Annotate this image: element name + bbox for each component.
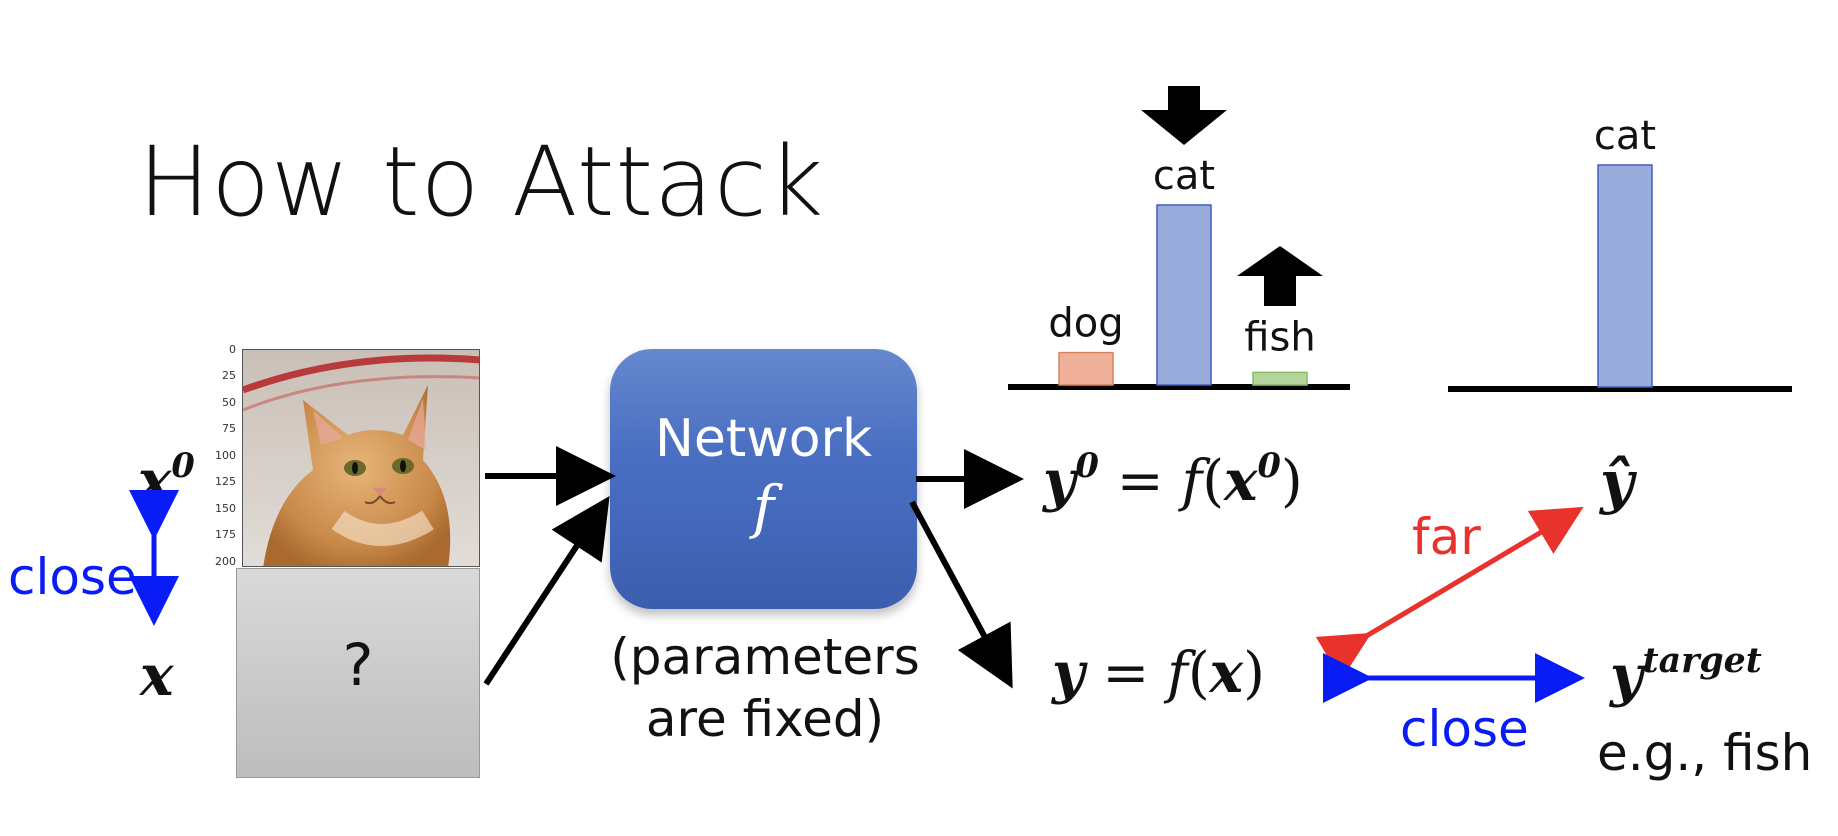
image-y-axis: 0 25 50 75 100 125 150 175 200 bbox=[208, 343, 238, 569]
y-tick: 50 bbox=[222, 396, 236, 409]
y-tick: 25 bbox=[222, 369, 236, 382]
y-tick: 175 bbox=[215, 528, 236, 541]
y-tick: 125 bbox=[215, 475, 236, 488]
bar-label-fish: fish bbox=[1244, 314, 1315, 360]
question-mark: ? bbox=[342, 631, 374, 699]
unknown-input-box: ? bbox=[236, 568, 480, 778]
chart-target-distribution: cat bbox=[1448, 113, 1792, 392]
bar-label-cat: cat bbox=[1594, 113, 1656, 159]
y-target-label: ytarget bbox=[1610, 639, 1762, 709]
bar-cat bbox=[1597, 164, 1653, 388]
network-caption: (parameters are fixed) bbox=[590, 626, 940, 750]
x-label: x bbox=[140, 643, 174, 709]
slide-title: How to Attack bbox=[138, 126, 825, 238]
caption-line-1: (parameters bbox=[610, 628, 920, 686]
bar-label-dog: dog bbox=[1048, 301, 1123, 347]
up-arrow-icon bbox=[1237, 246, 1323, 306]
chart-original-prediction: dog cat fish bbox=[1008, 86, 1350, 390]
bar-label-cat: cat bbox=[1153, 153, 1215, 199]
y-tick: 200 bbox=[215, 555, 236, 568]
caption-line-2: are fixed) bbox=[645, 690, 885, 748]
bar-fish bbox=[1252, 371, 1308, 386]
close-label-right: close bbox=[1400, 700, 1529, 758]
bar-cat bbox=[1156, 204, 1212, 386]
y-hat-label: ŷ bbox=[1600, 448, 1634, 516]
y-tick: 75 bbox=[222, 422, 236, 435]
arrow-network-to-y bbox=[909, 500, 1013, 689]
y-tick: 0 bbox=[229, 343, 236, 356]
network-function-label: f bbox=[752, 473, 775, 541]
bar-dog bbox=[1058, 351, 1114, 386]
arrow-x-to-network bbox=[483, 495, 610, 686]
eg-fish-label: e.g., fish bbox=[1597, 724, 1813, 782]
y-tick: 100 bbox=[215, 449, 236, 462]
y0-equation: y0 = f(x0) bbox=[1043, 444, 1303, 514]
y-equation: y = f(x) bbox=[1052, 640, 1265, 706]
cat-illustration bbox=[243, 350, 479, 566]
network-label: Network bbox=[654, 409, 873, 469]
close-label-left: close bbox=[8, 548, 137, 606]
down-arrow-icon bbox=[1141, 86, 1227, 145]
cat-image bbox=[242, 349, 480, 567]
network-box: Network f bbox=[610, 349, 917, 609]
far-arrow bbox=[1315, 506, 1584, 680]
y-tick: 150 bbox=[215, 502, 236, 515]
